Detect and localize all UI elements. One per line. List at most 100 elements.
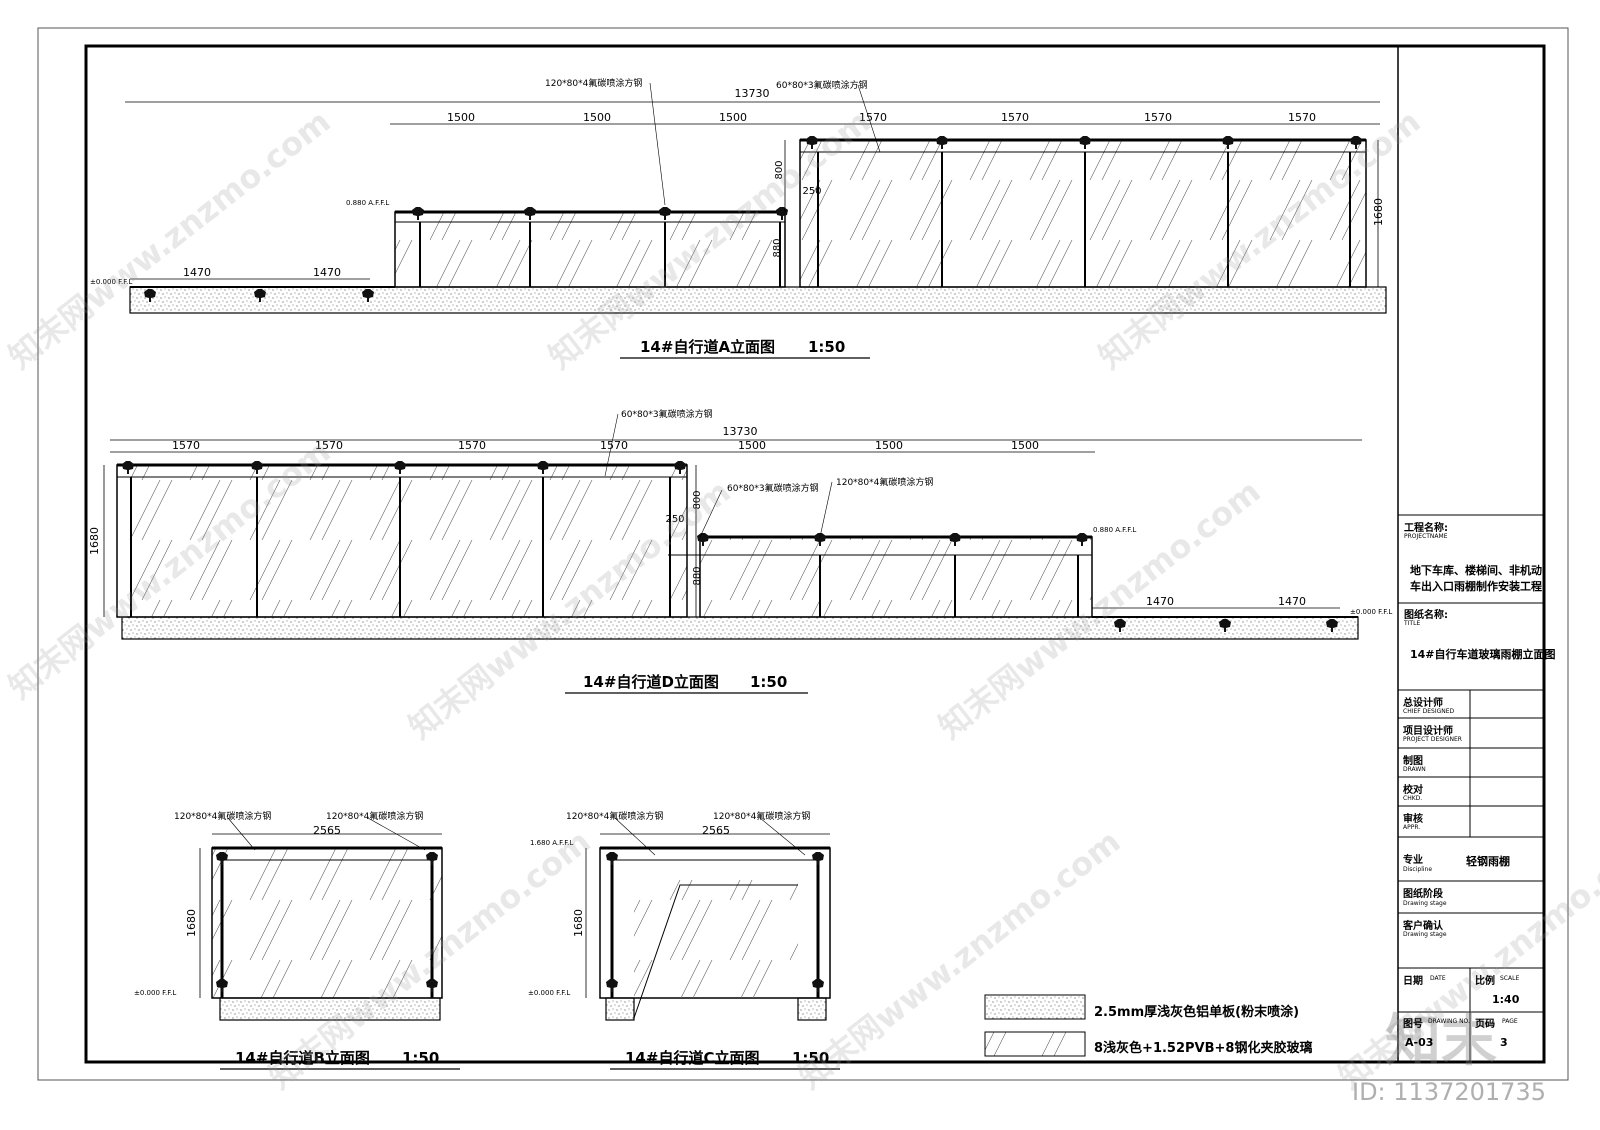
view-b-elevation	[199, 817, 460, 1070]
view-b-callout-2: 120*80*4氟碳喷涂方钢	[326, 810, 423, 822]
tb-title-label-en: TITLE	[1404, 620, 1421, 627]
legend-swatch-glass	[984, 1031, 1086, 1057]
view-d-dim-right-1: 1470	[1146, 595, 1174, 608]
view-d-level-1: 0.880 A.F.F.L	[1093, 526, 1136, 534]
view-c-height: 1680	[572, 909, 585, 937]
view-b-title: 14#自行道B立面图	[235, 1049, 370, 1067]
view-d-callout-3: 120*80*4氟碳喷涂方钢	[836, 476, 933, 488]
tb-discipline-en: Discipline	[1403, 866, 1433, 873]
view-a-dim-mid-2: 1500	[583, 111, 611, 124]
view-a-dim-right-3: 1570	[1144, 111, 1172, 124]
tb-drawn-en: DRAWN	[1403, 766, 1426, 773]
tb-project-label: 工程名称:	[1404, 523, 1448, 534]
view-c-scale: 1:50	[792, 1049, 829, 1067]
view-c-width: 2565	[702, 824, 730, 837]
tb-checked: 校对	[1403, 785, 1423, 796]
view-d-scale: 1:50	[750, 673, 787, 691]
view-b-callout-1: 120*80*4氟碳喷涂方钢	[174, 810, 271, 822]
tb-chief: 总设计师	[1403, 698, 1443, 709]
view-d-dim-left-1: 1570	[172, 439, 200, 452]
view-d-height-lower: 880	[692, 566, 703, 585]
legend-label-glass: 8浅灰色+1.52PVB+8钢化夹胶玻璃	[1094, 1040, 1312, 1056]
view-a-height-upper: 800	[774, 160, 785, 179]
tb-title-value: 14#自行车道玻璃雨棚立面图	[1410, 648, 1556, 661]
view-a-dim-left-2: 1470	[313, 266, 341, 279]
view-a-dim-right-4: 1570	[1288, 111, 1316, 124]
view-d-slab	[121, 616, 1359, 640]
view-d-level-2: ±0.000 F.F.L	[1350, 608, 1392, 616]
view-c-callout-1: 120*80*4氟碳喷涂方钢	[566, 810, 663, 822]
tb-title-label: 图纸名称:	[1404, 610, 1448, 621]
view-a-dim-left-1: 1470	[183, 266, 211, 279]
tb-date: 日期	[1403, 976, 1423, 987]
tb-discipline: 专业	[1403, 855, 1423, 866]
tb-scale: 比例	[1475, 976, 1495, 987]
view-b-scale: 1:50	[402, 1049, 439, 1067]
view-d-high-glass	[116, 464, 688, 618]
tb-page: 页码	[1475, 1019, 1495, 1030]
view-a-high-glass	[799, 139, 1367, 288]
tb-chief-en: CHIEF DESIGNED	[1403, 708, 1455, 715]
tb-project-name-2: 车出入口雨棚制作安装工程	[1410, 580, 1542, 593]
tb-proj-designer: 项目设计师	[1403, 726, 1453, 737]
view-a-title: 14#自行道A立面图	[640, 338, 775, 356]
outer-border	[37, 27, 1569, 1081]
view-d-step: 250	[665, 514, 684, 525]
view-a-dim-right-1: 1570	[859, 111, 887, 124]
tb-stage: 图纸阶段	[1403, 889, 1443, 900]
view-a-callout-2: 60*80*3氟碳喷涂方钢	[776, 79, 868, 91]
view-a-dim-mid-1: 1500	[447, 111, 475, 124]
tb-checked-en: CHKD.	[1403, 795, 1423, 802]
view-d-dim-left-2: 1570	[315, 439, 343, 452]
view-c-title: 14#自行道C立面图	[625, 1049, 759, 1067]
tb-drawn: 制图	[1403, 756, 1423, 767]
tb-project-name-1: 地下车库、楼梯间、非机动	[1410, 564, 1542, 577]
view-c-callout-2: 120*80*4氟碳喷涂方钢	[713, 810, 810, 822]
view-a-dim-mid-3: 1500	[719, 111, 747, 124]
legend-swatch-aluminum	[984, 994, 1086, 1020]
title-block-grid	[1398, 514, 1544, 1062]
tb-approved-en: APPR.	[1403, 824, 1421, 831]
view-d-height-upper: 800	[692, 490, 703, 509]
view-a-callout-1: 120*80*4氟碳喷涂方钢	[545, 77, 642, 89]
view-d-dim-left-3: 1570	[458, 439, 486, 452]
view-d-callout-1: 60*80*3氟碳喷涂方钢	[621, 408, 713, 420]
view-d-dim-mid-2: 1500	[875, 439, 903, 452]
tb-proj-designer-en: PROJECT DESIGNER	[1403, 736, 1462, 743]
tb-drawing-no: 图号	[1403, 1019, 1423, 1030]
view-a-overall-dim: 13730	[735, 87, 770, 100]
tb-discipline-value: 轻钢雨棚	[1466, 855, 1510, 868]
view-a-height-total: 1680	[1372, 198, 1385, 226]
tb-client-en: Drawing stage	[1403, 931, 1447, 938]
view-c-level-1: 1.680 A.F.F.L	[530, 839, 573, 847]
tb-scale-en: SCALE	[1500, 975, 1520, 982]
view-a-level-1: 0.880 A.F.F.L	[346, 199, 389, 207]
tb-drawing-no-value: A-03	[1405, 1036, 1434, 1049]
view-d-mid-glass	[699, 536, 1093, 618]
view-c-elevation	[585, 817, 840, 1070]
view-d-dim-mid-3: 1500	[1011, 439, 1039, 452]
tb-drawing-no-en: DRAWING NO.	[1428, 1018, 1470, 1025]
tb-page-en: PAGE	[1502, 1018, 1518, 1025]
tb-date-en: DATE	[1430, 975, 1446, 982]
view-a-dim-right-2: 1570	[1001, 111, 1029, 124]
legend-label-aluminum: 2.5mm厚浅灰色铝单板(粉末喷涂)	[1094, 1004, 1299, 1020]
view-d-dim-left-4: 1570	[600, 439, 628, 452]
view-d-dim-right-2: 1470	[1278, 595, 1306, 608]
view-d-elevation	[103, 413, 1362, 694]
view-b-height: 1680	[185, 909, 198, 937]
view-d-title: 14#自行道D立面图	[583, 673, 719, 691]
watermark-id: ID: 1137201735	[1352, 1078, 1546, 1106]
view-b-width: 2565	[313, 824, 341, 837]
tb-approved: 审核	[1403, 814, 1423, 825]
tb-project-label-en: PROJECTNAME	[1404, 533, 1448, 540]
view-b-level: ±0.000 F.F.L	[134, 989, 176, 997]
view-a-elevation	[125, 82, 1387, 359]
view-a-scale: 1:50	[808, 338, 845, 356]
view-d-height-total: 1680	[88, 527, 101, 555]
tb-page-value: 3	[1500, 1036, 1508, 1049]
tb-stage-en: Drawing stage	[1403, 900, 1447, 907]
tb-scale-value: 1:40	[1492, 993, 1520, 1006]
view-a-height-lower: 880	[772, 238, 783, 257]
